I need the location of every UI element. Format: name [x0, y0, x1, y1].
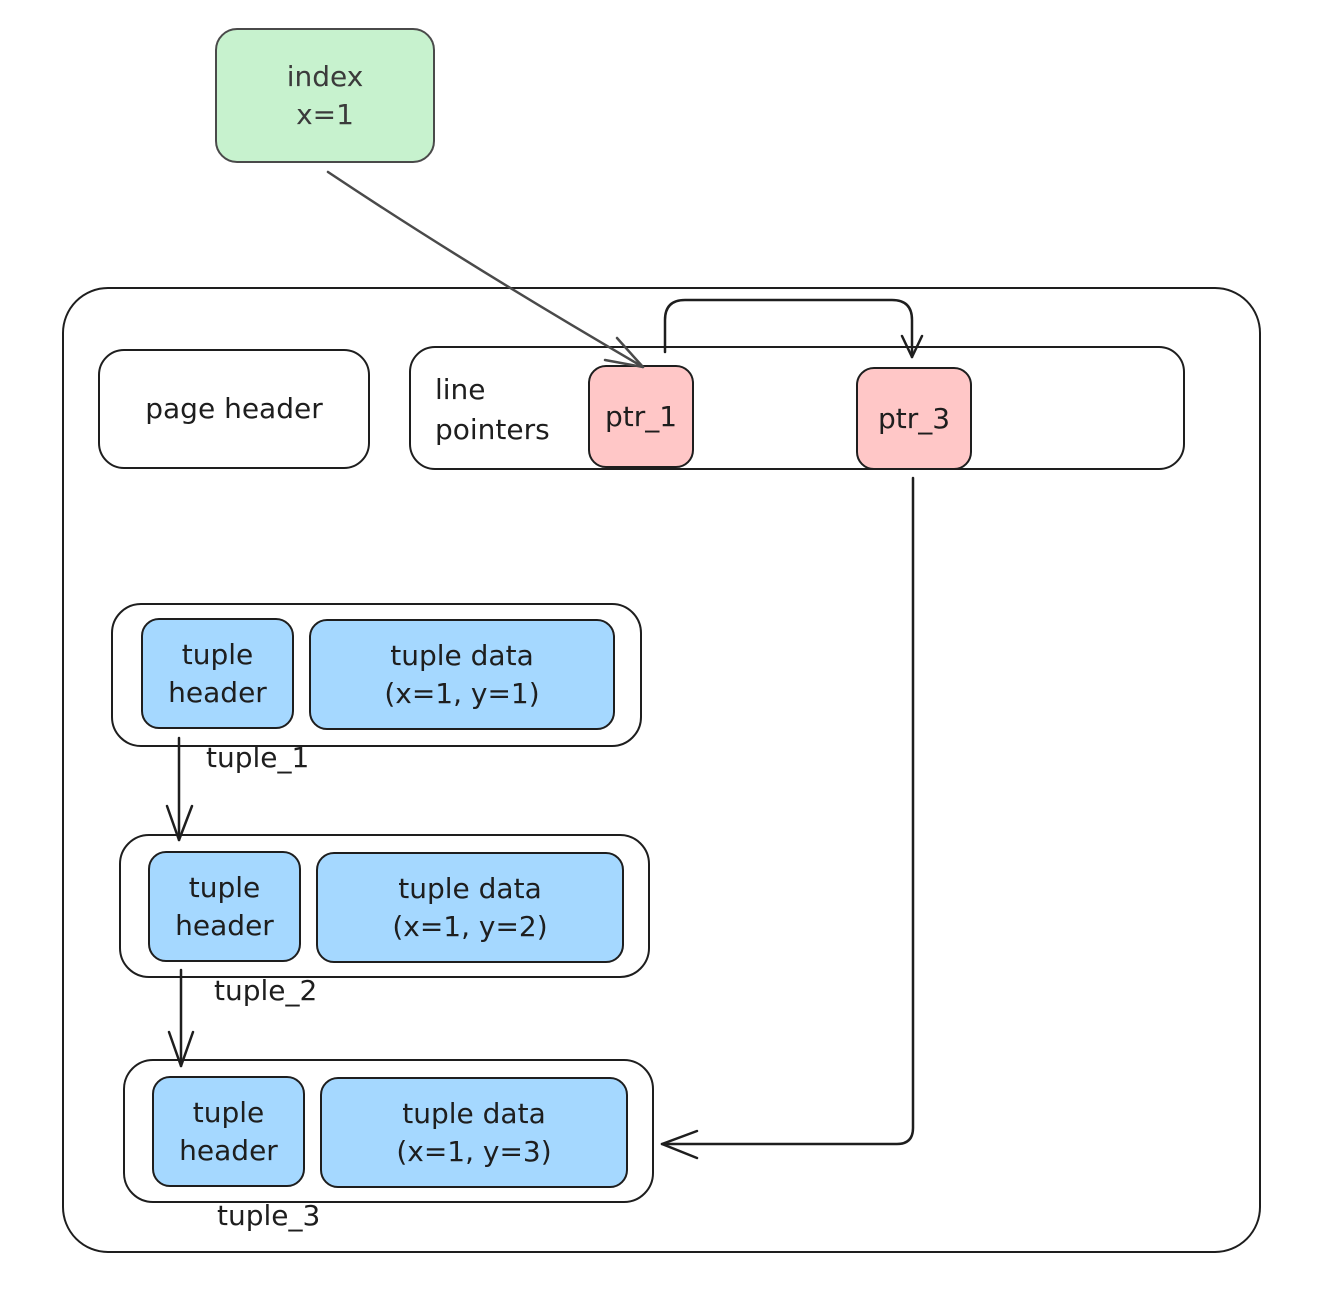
page-header-label: page header	[145, 392, 323, 425]
line-pointers-box: line pointers	[409, 346, 1185, 470]
tuple-3-data: tuple data (x=1, y=3)	[320, 1077, 628, 1188]
page-header-box: page header	[98, 349, 370, 469]
ptr-1-label: ptr_1	[604, 399, 678, 433]
tuple-1-header: tuple header	[141, 618, 294, 729]
index-node: index x=1	[215, 28, 435, 163]
ptr-3-label: ptr_3	[877, 401, 951, 435]
tuple-3-name: tuple_3	[217, 1199, 321, 1232]
tuple-1-name: tuple_1	[206, 741, 310, 774]
tuple-1-header-label: tuple header	[168, 637, 267, 709]
tuple-2-box	[119, 834, 650, 978]
tuple-1-data: tuple data (x=1, y=1)	[309, 619, 615, 730]
tuple-3-box	[123, 1059, 654, 1203]
heap-page	[62, 287, 1261, 1253]
tuple-2-name: tuple_2	[214, 974, 318, 1007]
tuple-1-data-label: tuple data (x=1, y=1)	[384, 638, 540, 710]
tuple-3-data-label: tuple data (x=1, y=3)	[396, 1096, 552, 1168]
ptr-3: ptr_3	[856, 367, 972, 470]
index-label: index x=1	[286, 59, 364, 131]
tuple-2-header: tuple header	[148, 851, 301, 962]
tuple-3-header-label: tuple header	[179, 1095, 278, 1167]
line-pointers-label: line pointers	[435, 373, 550, 446]
tuple-2-data-label: tuple data (x=1, y=2)	[392, 871, 548, 943]
tuple-2-header-label: tuple header	[175, 870, 274, 942]
tuple-1-box	[111, 603, 642, 747]
tuple-3-header: tuple header	[152, 1076, 305, 1187]
tuple-2-data: tuple data (x=1, y=2)	[316, 852, 624, 963]
ptr-1: ptr_1	[588, 365, 694, 468]
